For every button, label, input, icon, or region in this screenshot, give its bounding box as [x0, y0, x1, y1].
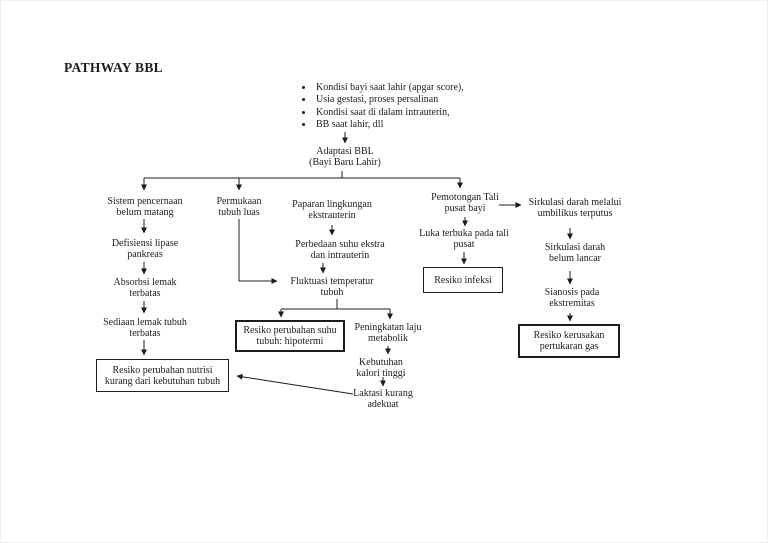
node-resiko-kerusakan-gas: Resiko kerusakan pertukaran gas	[518, 324, 620, 358]
node-resiko-hipotermi: Resiko perubahan suhu tubuh: hipotermi	[235, 320, 345, 352]
page-title: PATHWAY BBL	[64, 60, 163, 75]
node-luka-terbuka: Luka terbuka pada tali pusat	[419, 228, 509, 250]
factor-list-item: BB saat lahir, dll	[314, 119, 464, 131]
node-fluktuasi-temperatur: Fluktuasi temperatur tubuh	[290, 276, 374, 298]
node-peningkatan-laju: Peningkatan laju metabolik	[354, 322, 422, 344]
prenatal-factors-list: Kondisi bayi saat lahir (apgar score),Us…	[286, 82, 464, 132]
node-resiko-infeksi: Resiko infeksi	[423, 267, 503, 293]
node-absorbsi-lemak: Absorbsi lemak terbatas	[113, 277, 177, 299]
node-sianosis-ekstremitas: Sianosis pada ekstremitas	[544, 287, 600, 309]
factor-list-item: Kondisi bayi saat lahir (apgar score),	[314, 82, 464, 94]
node-perbedaan-suhu: Perbedaan suhu ekstra dan intrauterin	[295, 239, 385, 261]
node-sediaan-lemak: Sediaan lemak tubuh terbatas	[103, 317, 187, 339]
node-paparan-lingkungan: Paparan lingkungan ekstrauterin	[292, 199, 372, 221]
factor-list-item: Usia gestasi, proses persalinan	[314, 94, 464, 106]
node-kebutuhan-kalori: Kebutuhan kalori tinggi	[356, 357, 406, 379]
node-pemotongan-tali: Pemotongan Tali pusat bayi	[431, 192, 499, 214]
node-sistem-pencernaan: Sistem pencernaan belum matang	[107, 196, 183, 218]
node-laktasi-kurang: Laktasi kurang adekuat	[353, 388, 413, 410]
node-defisiensi-lipase: Defisiensi lipase pankreas	[111, 238, 179, 260]
factor-list-item: Kondisi saat di dalam intrauterin,	[314, 107, 464, 119]
node-permukaan-tubuh: Permukaan tubuh luas	[216, 196, 262, 218]
node-sirkulasi-terputus: Sirkulasi darah melalui umbilikus terput…	[528, 197, 622, 219]
node-sirkulasi-belum-lancar: Sirkulasi darah belum lancar	[544, 242, 606, 264]
node-resiko-nutrisi: Resiko perubahan nutrisi kurang dari keb…	[96, 359, 229, 392]
node-adaptasi-bbl: Adaptasi BBL (Bayi Baru Lahir)	[309, 146, 381, 168]
